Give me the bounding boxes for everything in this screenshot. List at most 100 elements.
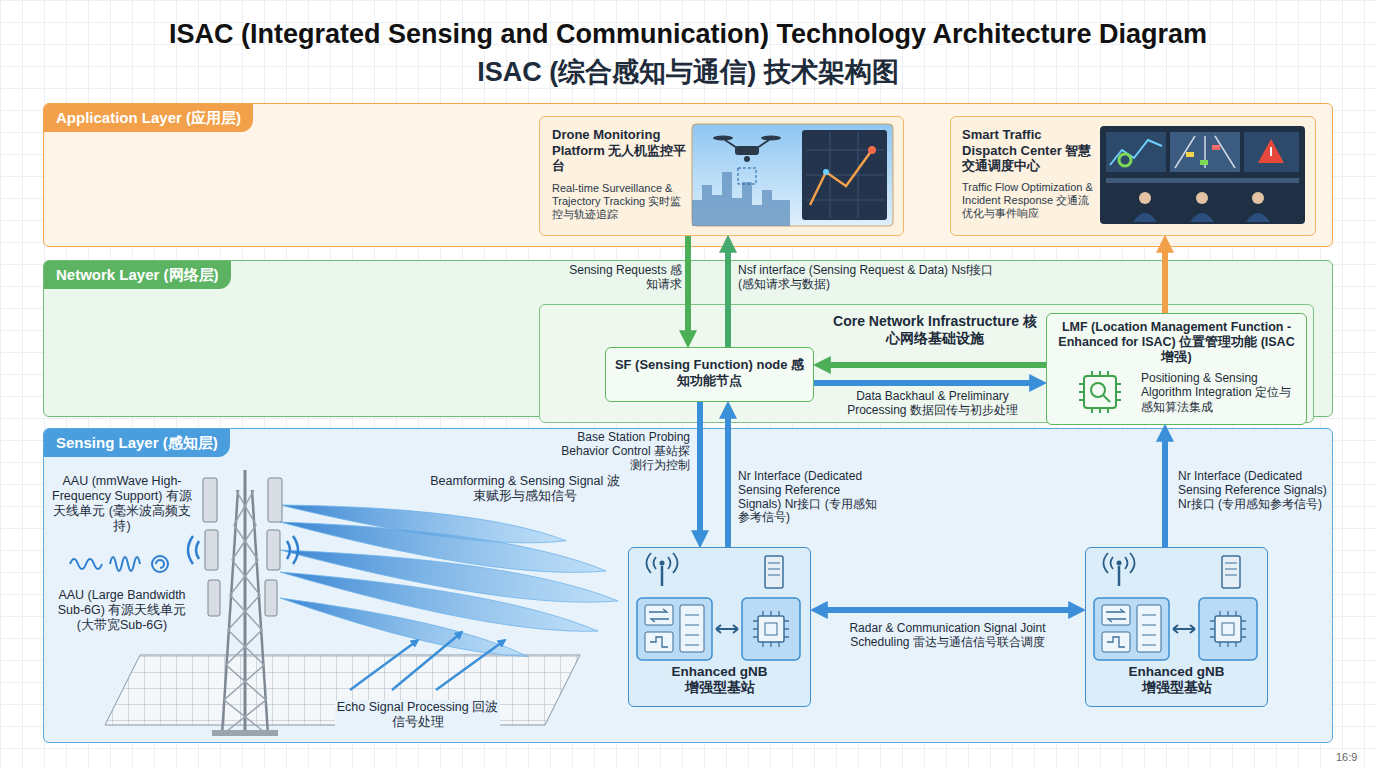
edge-label: Nsf interface (Sensing Request & Data) N…	[738, 264, 1003, 292]
antenna-label: AAU (Large Bandwidth Sub-6G) 有源天线单元 (大带宽…	[48, 588, 196, 633]
node-heading: Core Network Infrastructure 核心网络基础设施	[830, 313, 1040, 347]
radio-waves	[293, 536, 298, 564]
waveform-icon	[70, 556, 168, 572]
edge-label: Radar & Communication Signal Joint Sched…	[825, 622, 1070, 650]
traffic-center-illustration	[1100, 126, 1305, 224]
traffic-center-illustration	[1133, 213, 1157, 222]
gnb-equipment-icons	[765, 623, 777, 635]
edge-label-wrap: Data Backhaul & Preliminary Processing 数…	[830, 390, 1035, 418]
label-wrap: 16:9	[1336, 751, 1372, 764]
connector-arrow	[1162, 251, 1168, 313]
connector-arrow	[1162, 440, 1168, 547]
node-body: Traffic Flow Optimization & Incident Res…	[962, 181, 1098, 221]
echo-arrows	[436, 640, 505, 690]
edge-label-wrap: Radar & Communication Signal Joint Sched…	[825, 622, 1070, 650]
node-heading: Enhanced gNB 增强型基站	[665, 664, 775, 696]
node-heading: Drone Monitoring Platform 无人机监控平台	[552, 127, 690, 174]
antenna-tower	[208, 580, 220, 616]
drone-screen-illustration	[744, 156, 750, 162]
title: ISAC (Integrated Sensing and Communicati…	[0, 18, 1376, 50]
drone-screen-illustration	[735, 146, 759, 155]
algorithm-chip-icon	[1091, 383, 1105, 397]
node-body: Positioning & Sensing Algorithm Integrat…	[1141, 371, 1298, 414]
traffic-center-illustration	[1270, 147, 1272, 156]
antenna-tower	[203, 470, 282, 736]
gnb-equipment-icons	[1094, 553, 1257, 660]
node-heading: Smart Traffic Dispatch Center 智慧交通调度中心	[962, 127, 1098, 174]
traffic-center-illustration	[1258, 139, 1284, 163]
algorithm-chip-icon	[1084, 376, 1116, 408]
label-wrap: AAU (mmWave High-Frequency Support) 有源天线…	[48, 474, 196, 534]
antenna-label: AAU (mmWave High-Frequency Support) 有源天线…	[48, 474, 196, 534]
edge-label-wrap: Nr Interface (Dedicated Sensing Referenc…	[738, 470, 883, 525]
traffic-center-illustration	[1170, 132, 1240, 172]
label-wrap: Echo Signal Processing 回波信号处理	[335, 700, 500, 730]
drone-screen-illustration	[692, 124, 893, 226]
algorithm-chip-icon	[1079, 371, 1121, 413]
drone-screen-illustration	[692, 124, 893, 226]
traffic-center-illustration	[1244, 132, 1299, 172]
title-wrap: ISAC (Integrated Sensing and Communicati…	[0, 18, 1376, 50]
radio-waves	[287, 541, 290, 559]
beam-lobe	[280, 572, 598, 631]
gnb-equipment-icons	[645, 632, 673, 652]
algorithm-chip-icon	[1103, 395, 1110, 402]
echo-arrows	[350, 632, 505, 690]
echo-arrows	[350, 640, 418, 690]
gnb-equipment-icons	[660, 561, 665, 566]
label-wrap: AAU (Large Bandwidth Sub-6G) 有源天线单元 (大带宽…	[48, 588, 196, 633]
antenna-tower	[212, 730, 278, 736]
traffic-center-illustration	[1196, 192, 1208, 204]
node-heading: SF (Sensing Function) node 感知功能节点	[612, 357, 807, 388]
edge-label-wrap: Nr Interface (Dedicated Sensing Referenc…	[1178, 470, 1328, 511]
antenna-tower	[224, 490, 268, 735]
gnb-equipment-icons	[637, 598, 712, 660]
gnb-equipment-icons	[685, 615, 699, 645]
radio-waves	[188, 536, 298, 564]
label-wrap: ISAC (综合感知与通信) 技术架构图	[0, 56, 1376, 88]
waveform-icon	[156, 560, 164, 568]
edge-label: Nr Interface (Dedicated Sensing Referenc…	[1178, 470, 1328, 511]
traffic-center-illustration	[1100, 126, 1305, 224]
gnb-equipment-icons	[768, 563, 780, 575]
drone-screen-illustration	[713, 136, 733, 141]
gnb-equipment-icons	[647, 553, 678, 573]
beam-lobes	[280, 505, 618, 656]
connector-arrow	[725, 417, 731, 547]
edge-label-wrap: Sensing Requests 感知请求	[560, 264, 682, 292]
subtitle: ISAC (综合感知与通信) 技术架构图	[0, 56, 1376, 88]
echo-arrows	[392, 632, 462, 690]
waveform-icon	[110, 557, 140, 571]
node-heading: Network Layer (网络层)	[44, 261, 231, 289]
drone-screen-illustration	[692, 172, 790, 226]
node-heading: Sensing Layer (感知层)	[44, 429, 230, 457]
gnb-equipment-icons	[753, 611, 789, 647]
traffic-center-illustration	[1200, 160, 1208, 165]
traffic-center-illustration	[1246, 213, 1270, 222]
gnb-equipment-icons	[680, 605, 704, 652]
drone-screen-illustration	[761, 136, 781, 141]
gnb-equipment-icons	[765, 556, 783, 588]
antenna-tower	[267, 530, 280, 570]
drone-screen-illustration	[802, 130, 887, 220]
drone-screen-illustration	[810, 150, 872, 205]
node-body: Real-time Surveillance & Trajectory Trac…	[552, 182, 690, 222]
traffic-center-illustration	[1110, 140, 1162, 165]
antenna-tower	[244, 470, 247, 735]
drone-screen-illustration	[868, 146, 876, 154]
gnb-equipment-icons	[645, 605, 673, 625]
node-heading: LMF (Location Management Function - Enha…	[1055, 320, 1298, 365]
gnb-equipment-icons	[637, 553, 800, 660]
radio-waves	[196, 541, 199, 559]
edge-label: Base Station Probing Behavior Control 基站…	[558, 431, 690, 472]
gnb-equipment-icons	[758, 616, 784, 642]
gnb-equipment-icons	[742, 598, 800, 660]
traffic-center-illustration	[1106, 132, 1166, 172]
drone-screen-illustration	[806, 132, 884, 218]
traffic-center-illustration	[1175, 136, 1235, 168]
label-wrap: Beamforming & Sensing Signal 波束赋形与感知信号	[425, 474, 625, 504]
aspect-note: 16:9	[1336, 751, 1372, 764]
connector-arrow	[725, 251, 731, 347]
traffic-center-illustration	[1186, 152, 1194, 157]
connector-arrow	[697, 402, 703, 532]
